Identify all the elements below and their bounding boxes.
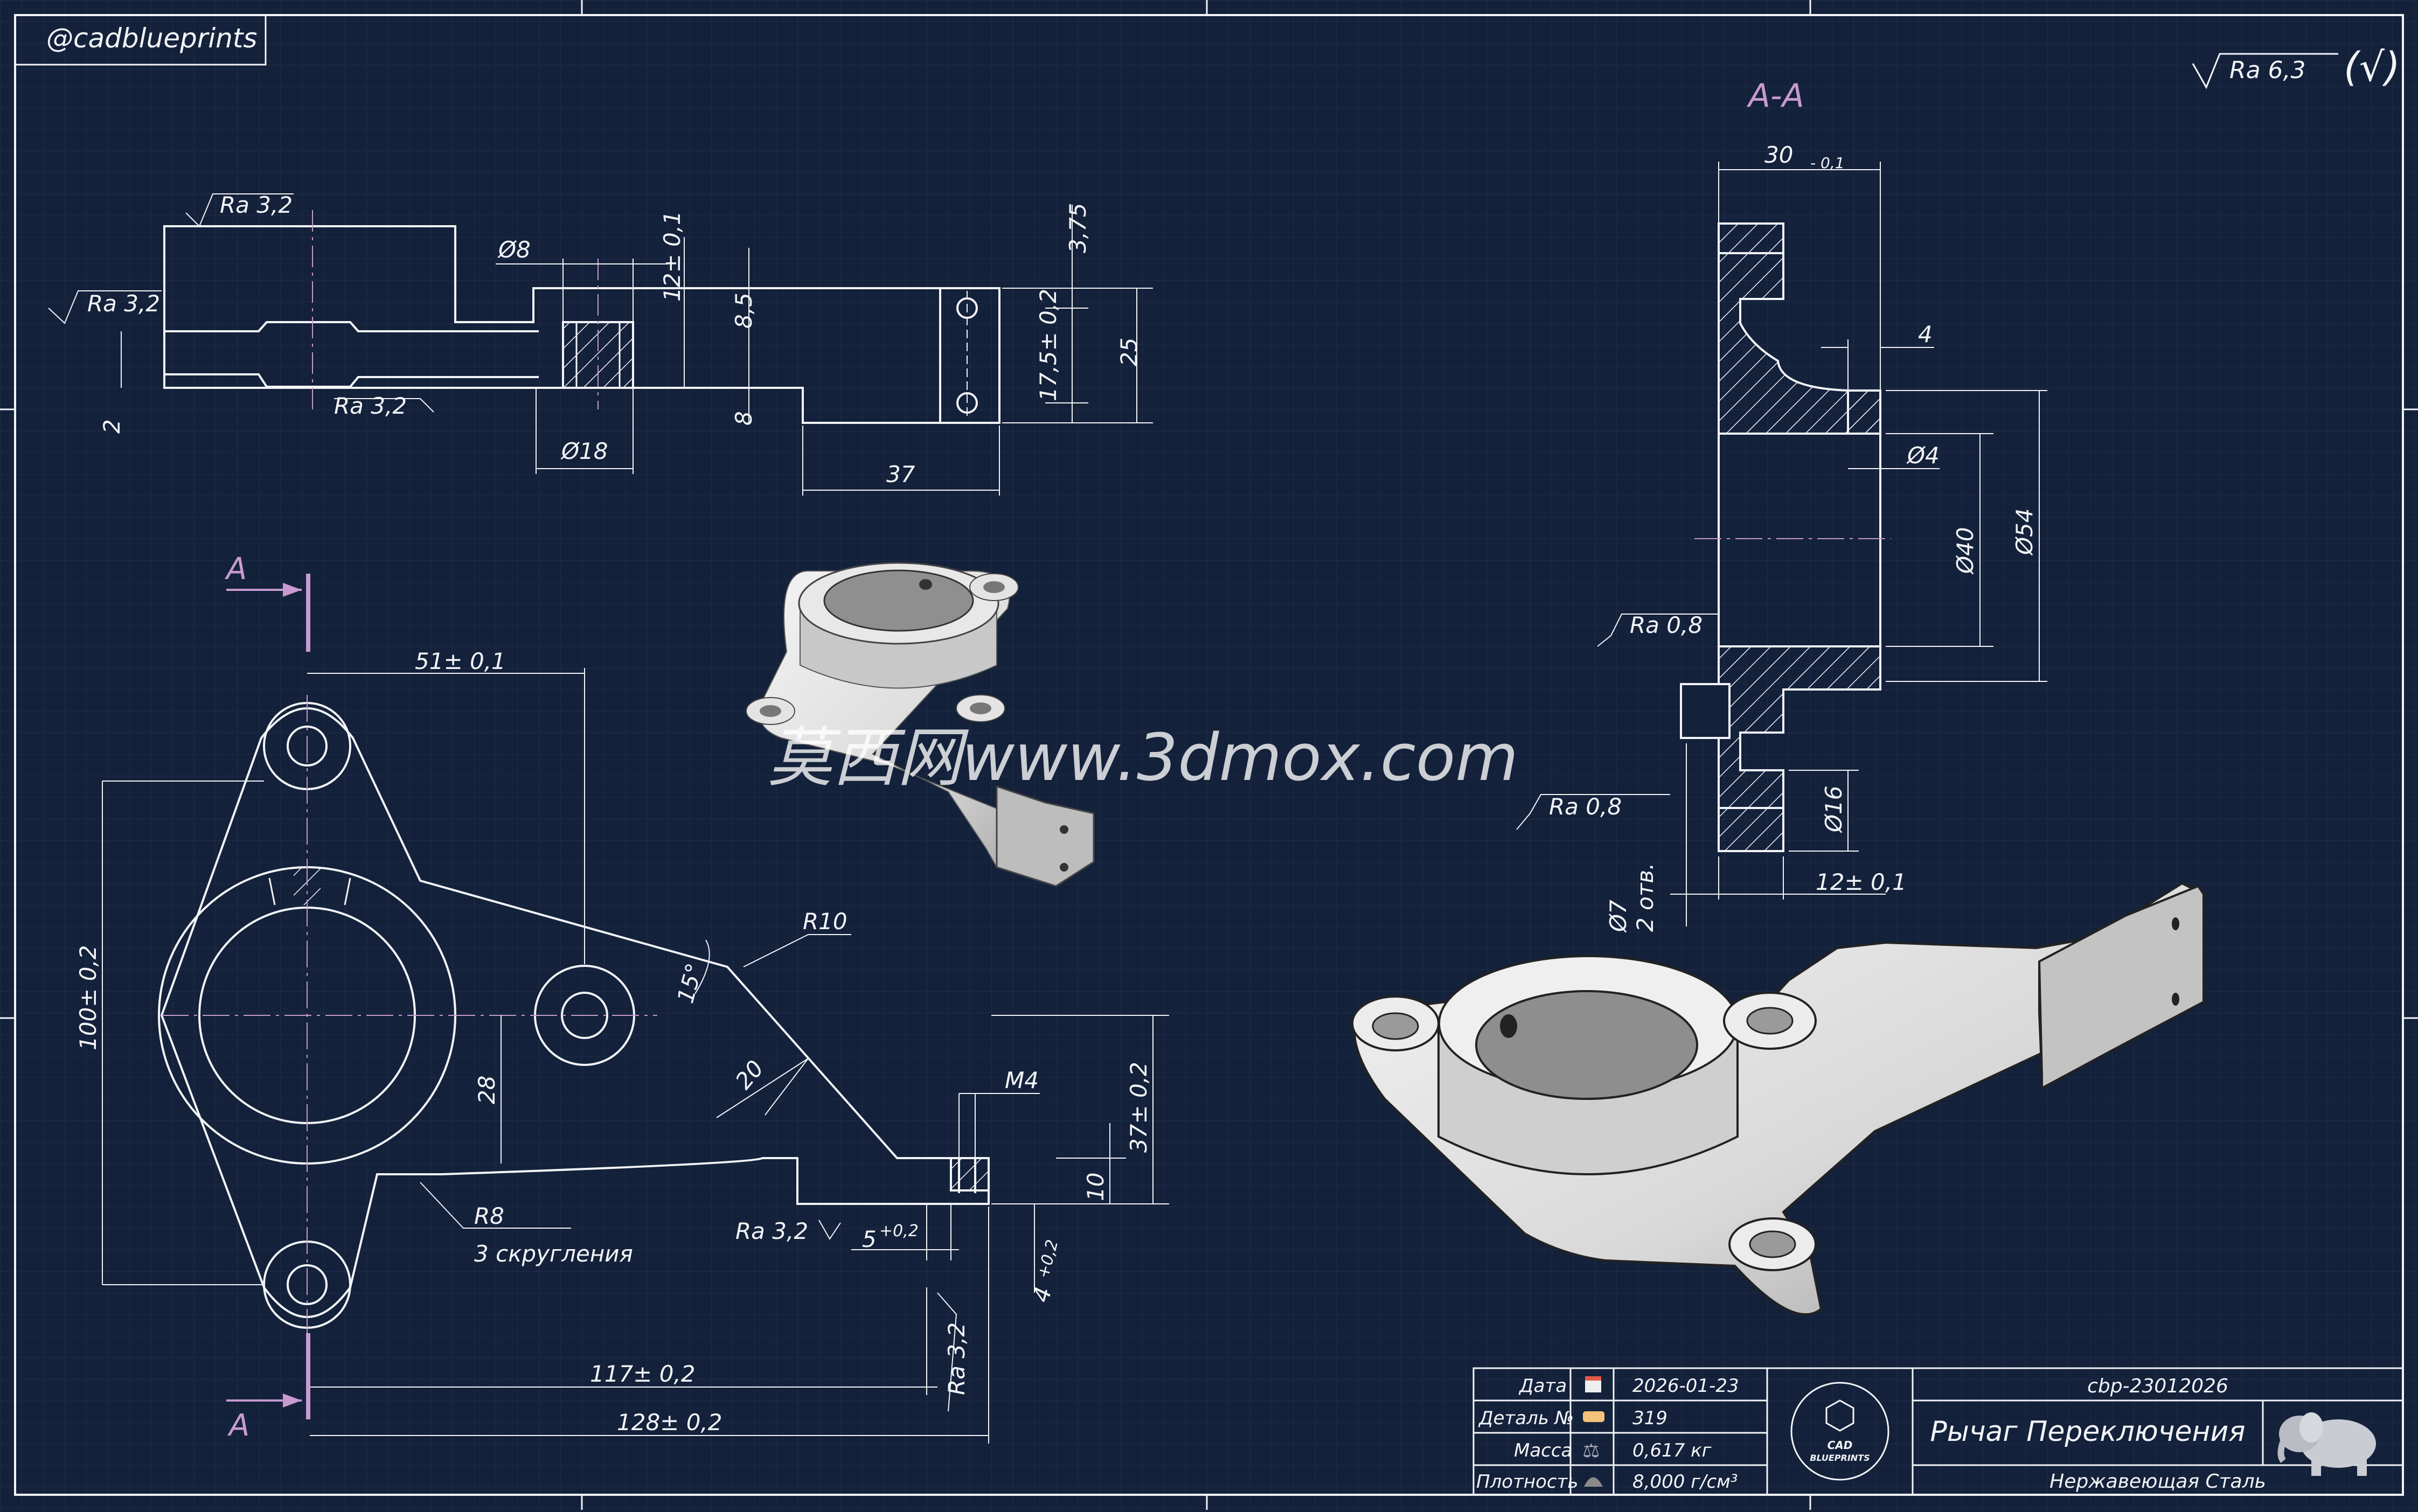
- section-title: A-A: [1746, 77, 1804, 115]
- svg-text:Ra 0,8: Ra 0,8: [1630, 612, 1703, 638]
- svg-text:Ra 3,2: Ra 3,2: [943, 1322, 970, 1395]
- front-view-dimensions: [102, 668, 1169, 1444]
- svg-text:37: 37: [886, 461, 915, 487]
- elephant-icon: [2277, 1412, 2376, 1476]
- svg-text:5: 5: [862, 1226, 877, 1252]
- svg-text:R10: R10: [803, 908, 847, 935]
- section-view-labels: A-A 30 - 0,1 4 Ø4 Ø40 Ø54 Ø16 12± 0,1 Ø7…: [1549, 77, 2038, 933]
- svg-text:Ø54: Ø54: [2011, 508, 2038, 556]
- svg-text:Ra 0,8: Ra 0,8: [1549, 793, 1622, 820]
- svg-text:3 скругления: 3 скругления: [474, 1241, 633, 1267]
- general-roughness-symbol: Ra 6,3 (√): [2192, 44, 2400, 90]
- scales-icon: ⚖: [1583, 1440, 1600, 1462]
- title-row-label: Дата: [1518, 1375, 1567, 1397]
- svg-text:CAD: CAD: [1828, 1439, 1853, 1452]
- svg-text:- 0,1: - 0,1: [1810, 154, 1845, 172]
- svg-text:28: 28: [474, 1076, 500, 1104]
- section-view-dimensions: [1516, 162, 2047, 926]
- title-row-label: Масса: [1514, 1440, 1572, 1461]
- svg-text:51± 0,1: 51± 0,1: [415, 648, 506, 674]
- svg-text:+0,2: +0,2: [879, 1222, 919, 1241]
- svg-text:Ø4: Ø4: [1906, 442, 1940, 469]
- svg-text:2 отв.: 2 отв.: [1632, 863, 1658, 932]
- svg-text:Ra 3,2: Ra 3,2: [334, 393, 407, 419]
- small-3d-model: [746, 562, 1095, 887]
- svg-text:4: 4: [1918, 321, 1933, 347]
- svg-text:128± 0,2: 128± 0,2: [617, 1409, 722, 1436]
- svg-text:25: 25: [1116, 338, 1142, 366]
- document-number: cbp-23012026: [2087, 1375, 2228, 1397]
- title-block: ⚖ Дата Деталь № Масса Плотность 2026-01-…: [1472, 1367, 2404, 1496]
- svg-text:A: A: [225, 552, 247, 587]
- svg-text:30: 30: [1764, 142, 1793, 168]
- title-row-value: 319: [1632, 1408, 1667, 1429]
- svg-text:100± 0,2: 100± 0,2: [75, 945, 101, 1050]
- title-row-label: Деталь №: [1478, 1408, 1574, 1429]
- svg-text:BLUEPRINTS: BLUEPRINTS: [1810, 1453, 1870, 1463]
- svg-text:Ø18: Ø18: [560, 438, 608, 464]
- svg-text:R8: R8: [474, 1203, 504, 1229]
- svg-text:12± 0,1: 12± 0,1: [1816, 869, 1907, 895]
- site-watermark: 莫西网www.3dmox.com: [768, 721, 1518, 796]
- svg-text:117± 0,2: 117± 0,2: [590, 1361, 696, 1387]
- front-view-labels: 51± 0,1 100± 0,2 R10 15° 20 28 M4 37± 0,…: [75, 648, 1152, 1436]
- top-view-dimensions: [48, 193, 1153, 496]
- title-row-value: 2026-01-23: [1632, 1375, 1739, 1397]
- front-view: [158, 695, 990, 1357]
- density-icon: [1584, 1477, 1603, 1487]
- svg-text:Ra 3,2: Ra 3,2: [735, 1218, 808, 1244]
- svg-text:2: 2: [99, 419, 125, 434]
- svg-text:(√): (√): [2344, 44, 2400, 90]
- svg-text:8: 8: [731, 411, 757, 426]
- section-markers: A A: [225, 552, 310, 1443]
- svg-text:M4: M4: [1005, 1067, 1039, 1093]
- svg-text:Ø16: Ø16: [1821, 785, 1847, 833]
- section-view: [1680, 222, 1891, 852]
- svg-text:Ø7: Ø7: [1605, 900, 1631, 933]
- svg-text:3,75: 3,75: [1065, 203, 1091, 253]
- handle-tag: @cadblueprints: [14, 14, 267, 66]
- title-row-value: 8,000 г/см³: [1632, 1471, 1738, 1493]
- svg-text:Ø40: Ø40: [1952, 527, 1978, 575]
- company-logo: CAD BLUEPRINTS: [1810, 1399, 1870, 1463]
- title-row-value: 0,617 кг: [1632, 1440, 1712, 1461]
- svg-text:Ø8: Ø8: [497, 236, 531, 263]
- large-3d-model: [1351, 882, 2205, 1315]
- svg-text:A: A: [227, 1408, 249, 1443]
- top-view: [163, 210, 1000, 424]
- svg-text:10: 10: [1082, 1173, 1109, 1201]
- title-row-icons: ⚖: [1583, 1376, 1604, 1487]
- material-name: Нержавеющая Сталь: [2049, 1471, 2266, 1493]
- svg-text:Ra 6,3: Ra 6,3: [2229, 57, 2306, 84]
- svg-text:17,5± 0,2: 17,5± 0,2: [1035, 289, 1061, 401]
- svg-text:37± 0,2: 37± 0,2: [1125, 1062, 1152, 1153]
- part-name: Рычаг Переключения: [1930, 1416, 2245, 1448]
- title-row-label: Плотность: [1476, 1471, 1578, 1493]
- svg-text:8,5: 8,5: [731, 292, 757, 329]
- svg-text:12± 0,1: 12± 0,1: [659, 211, 685, 302]
- tag-icon: [1583, 1411, 1604, 1422]
- svg-text:Ra 3,2: Ra 3,2: [220, 192, 293, 218]
- top-view-labels: Ra 3,2 Ra 3,2 Ra 3,2 Ø8 12± 0,1 8,5 3,75…: [87, 192, 1142, 487]
- svg-text:Ra 3,2: Ra 3,2: [87, 290, 160, 317]
- svg-text:@cadblueprints: @cadblueprints: [46, 23, 257, 54]
